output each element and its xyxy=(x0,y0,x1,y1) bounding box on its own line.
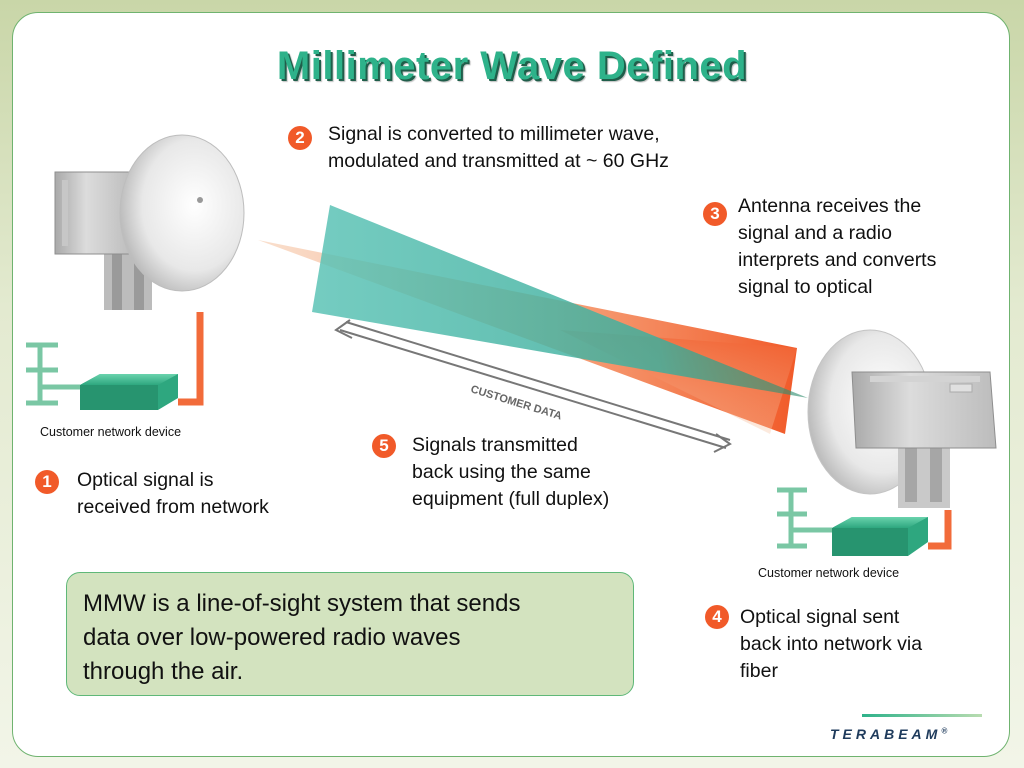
step-5-line-2: back using the same xyxy=(412,461,591,483)
step-3-line-1: Antenna receives the xyxy=(738,195,922,217)
step-1-badge: 1 xyxy=(35,470,59,494)
step-4-line-1: Optical signal sent xyxy=(740,606,900,628)
step-4-badge: 4 xyxy=(705,605,729,629)
slide-title: Millimeter Wave Defined xyxy=(276,44,748,88)
right-fiber-icon xyxy=(928,510,952,550)
left-network-device-icon xyxy=(26,342,178,410)
step-1-line-2: received from network xyxy=(77,496,269,518)
callout-line-3: through the air. xyxy=(83,658,244,685)
step-3-line-4: signal to optical xyxy=(738,276,873,298)
left-antenna-icon xyxy=(54,134,245,310)
logo-mark: ® xyxy=(941,726,948,736)
right-device-label: Customer network device xyxy=(758,566,900,580)
logo-text: TERABEAM xyxy=(830,726,942,742)
right-antenna-icon xyxy=(807,329,997,508)
step-3-text: Antenna receives the signal and a radio … xyxy=(738,193,936,301)
step-4-text: Optical signal sent back into network vi… xyxy=(740,604,922,685)
customer-data-label: CUSTOMER DATA xyxy=(469,383,563,422)
step-3-line-3: interprets and converts xyxy=(738,249,937,271)
step-2-text: Signal is converted to millimeter wave, … xyxy=(328,121,669,175)
step-2-line-1: Signal is converted to millimeter wave, xyxy=(328,123,660,145)
step-1-text: Optical signal is received from network xyxy=(77,467,269,521)
left-fiber-icon xyxy=(178,312,204,406)
left-device-label: Customer network device xyxy=(40,425,182,439)
customer-data-arrow xyxy=(334,319,732,453)
step-5-line-1: Signals transmitted xyxy=(412,434,578,456)
callout-line-2: data over low-powered radio waves xyxy=(83,624,461,651)
step-3-badge: 3 xyxy=(703,202,727,226)
step-2-badge: 2 xyxy=(288,126,312,150)
callout-box: MMW is a line-of-sight system that sends… xyxy=(66,572,634,696)
step-5-text: Signals transmitted back using the same … xyxy=(412,432,609,513)
right-network-device-icon xyxy=(777,487,928,556)
step-5-badge: 5 xyxy=(372,434,396,458)
terabeam-logo: TERABEAM® xyxy=(830,726,947,742)
callout-line-1: MMW is a line-of-sight system that sends xyxy=(83,590,521,617)
step-1-line-1: Optical signal is xyxy=(77,469,214,491)
step-4-line-3: fiber xyxy=(740,660,778,682)
logo-swoosh xyxy=(862,714,982,717)
teal-beam xyxy=(312,205,808,398)
step-2-line-2: modulated and transmitted at ~ 60 GHz xyxy=(328,150,669,172)
step-3-line-2: signal and a radio xyxy=(738,222,892,244)
step-4-line-2: back into network via xyxy=(740,633,923,655)
step-5-line-3: equipment (full duplex) xyxy=(412,488,610,510)
